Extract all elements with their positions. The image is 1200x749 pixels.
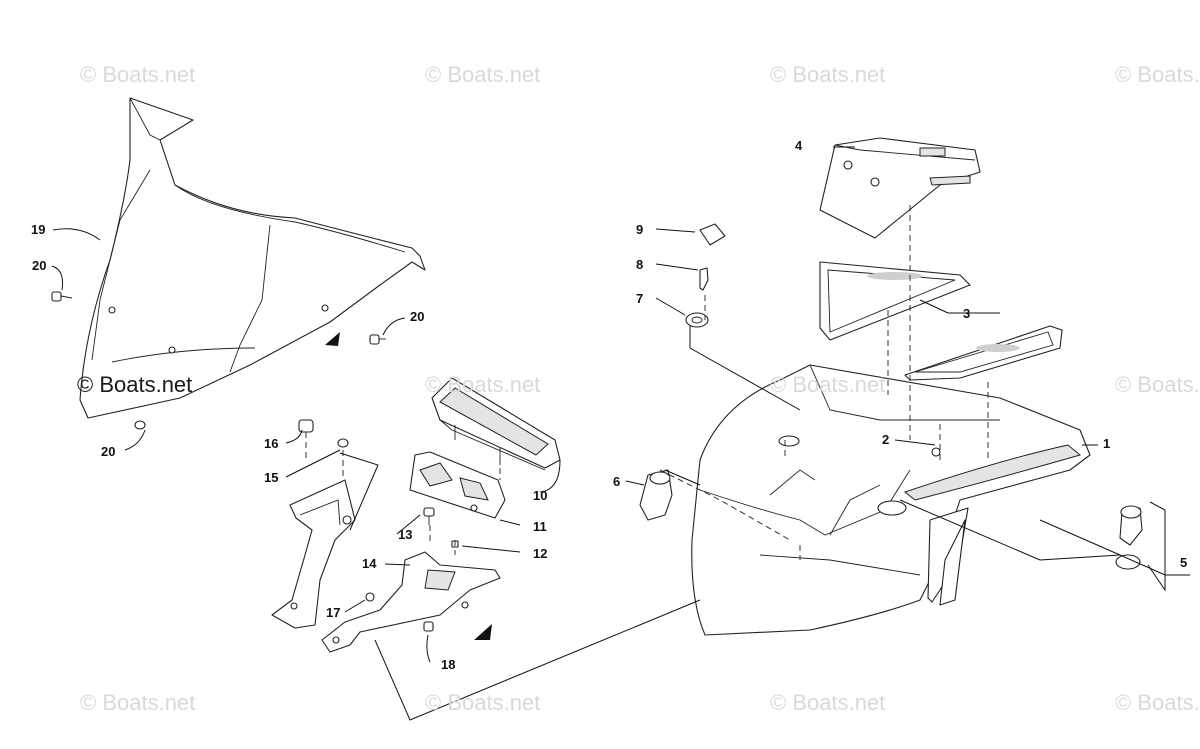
gauge-bracket (409, 451, 506, 519)
leader-lines (51, 146, 1190, 721)
callout-13: 13 (398, 527, 413, 542)
callout-8: 8 (636, 257, 644, 272)
nut-16 (298, 419, 314, 433)
watermark: © Boats.net (425, 372, 541, 397)
nut-7 (685, 312, 709, 328)
callout-1: 1 (1103, 436, 1111, 451)
screw-18 (423, 621, 434, 632)
bolt-2 (931, 447, 941, 457)
key-8 (699, 267, 709, 291)
callout-16: 16 (264, 436, 279, 451)
lens-panel-lower (904, 325, 1063, 381)
hood-console (691, 364, 1091, 636)
callout-20: 20 (410, 309, 425, 324)
windshield (79, 97, 426, 419)
callout-17: 17 (326, 605, 341, 620)
callout-7: 7 (636, 291, 644, 306)
callout-20: 20 (101, 444, 116, 459)
callout-4: 4 (795, 138, 803, 153)
key-cap-9 (699, 223, 726, 246)
screw-13 (423, 507, 435, 525)
callout-18: 18 (441, 657, 456, 672)
watermark: © Boats.net (1115, 690, 1200, 715)
watermark: © Boats.net (80, 690, 196, 715)
lens-panel-upper (819, 261, 971, 341)
watermark: © Boats.net (770, 62, 886, 87)
watermark: © Boats.net (770, 690, 886, 715)
watermark: © Boats.net (1115, 372, 1200, 397)
socket-6 (639, 469, 673, 521)
mounting-bracket-lower (321, 551, 501, 653)
watermark: © Boats.net (77, 372, 193, 397)
washer-15 (337, 438, 349, 448)
callout-5: 5 (1180, 555, 1188, 570)
screw-20b (369, 334, 386, 345)
grommet-20c (134, 420, 146, 430)
callout-14: 14 (362, 556, 377, 571)
callout-20: 20 (32, 258, 47, 273)
screw-20a (51, 291, 73, 302)
callout-3: 3 (963, 306, 971, 321)
callout-2: 2 (882, 432, 890, 447)
watermark: © Boats.net (1115, 62, 1200, 87)
screw-17 (365, 592, 375, 602)
watermark: © Boats.net (770, 372, 886, 397)
callout-19: 19 (31, 222, 46, 237)
callout-10: 10 (533, 488, 548, 503)
watermark: © Boats.net (425, 690, 541, 715)
outlet-5 (1115, 505, 1143, 570)
callout-15: 15 (264, 470, 279, 485)
callout-11: 11 (533, 519, 547, 534)
storage-lid (819, 137, 981, 239)
mounting-bracket (271, 479, 356, 629)
gauge-assembly (431, 377, 561, 471)
watermark: © Boats.net (80, 62, 196, 87)
callout-12: 12 (533, 546, 548, 561)
callout-6: 6 (613, 474, 621, 489)
watermark: © Boats.net (425, 62, 541, 87)
callout-9: 9 (636, 222, 644, 237)
assembly-lines (305, 205, 989, 560)
